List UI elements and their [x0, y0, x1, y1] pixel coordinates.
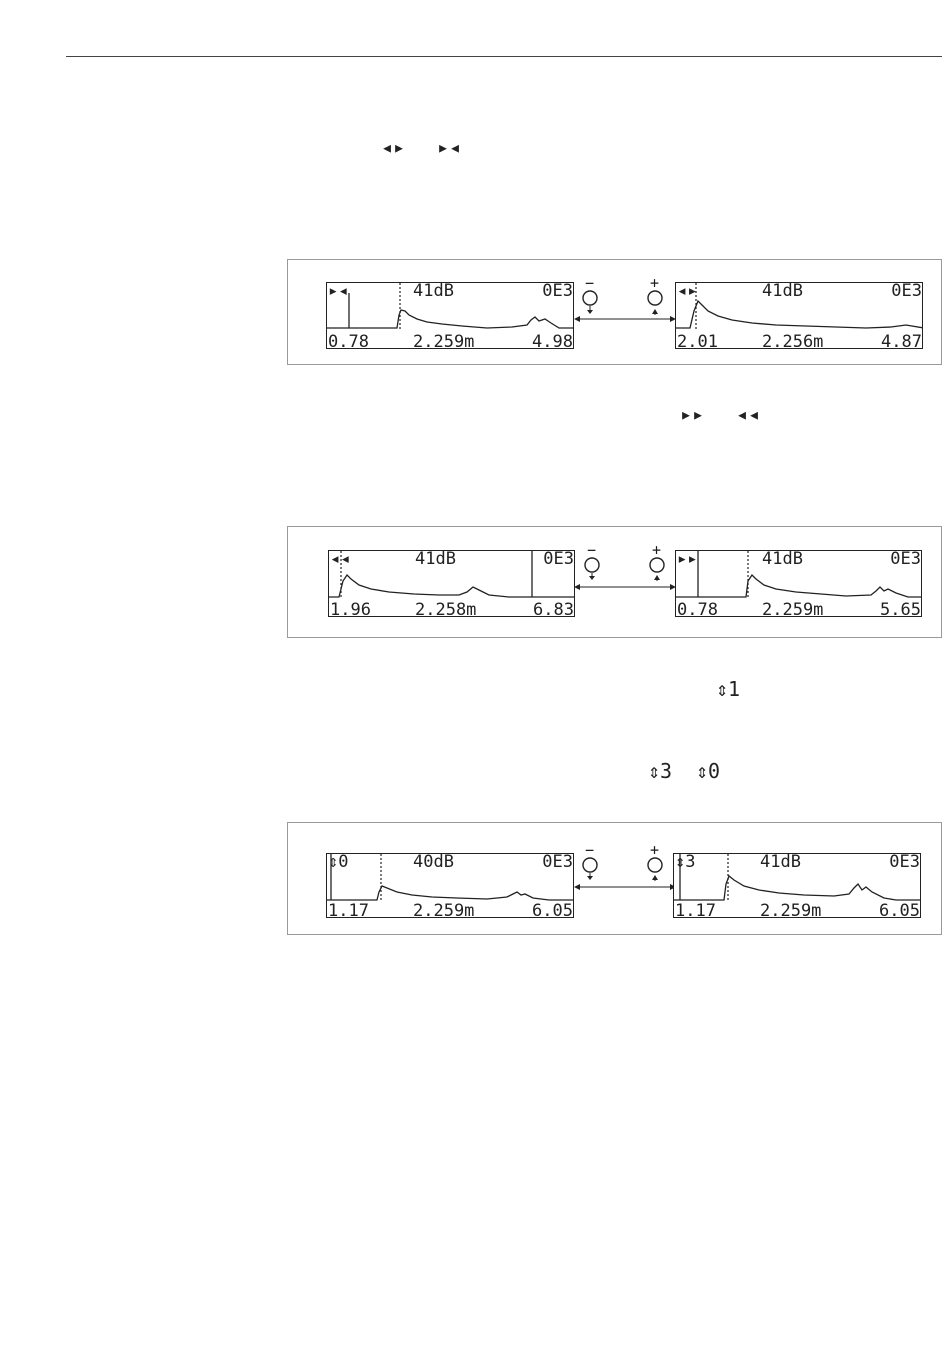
minus-key-icon [585, 558, 599, 572]
minus-key-label[interactable]: − [587, 541, 596, 559]
range-start: 0.78 [328, 333, 369, 349]
plus-key-label[interactable]: + [650, 274, 659, 292]
plus-key-label[interactable]: + [650, 841, 659, 859]
offset-exponent: 0E3 [542, 853, 573, 871]
offset-exponent: 0E3 [889, 853, 920, 871]
range-start: 2.01 [677, 333, 718, 349]
signal-level: 40dB [413, 853, 454, 871]
signal-level: 41dB [760, 853, 801, 871]
range-start: 1.96 [330, 601, 371, 617]
range-end: 5.65 [880, 601, 921, 617]
display-before: ◂◂ 41dB 0E3 1.96 2.258m 6.83 [328, 550, 575, 617]
offset-exponent: 0E3 [891, 282, 922, 300]
range-start: 0.78 [677, 601, 718, 617]
minus-key-icon [583, 858, 597, 872]
move-right-glyph: ▸▸ [680, 403, 704, 425]
zoom-mode-indicator: ⇕0 [328, 853, 348, 871]
plus-key-icon [648, 291, 662, 305]
minus-key-icon [583, 291, 597, 305]
range-end: 4.98 [532, 333, 573, 349]
measured-distance: 2.258m [415, 601, 476, 617]
offset-exponent: 0E3 [542, 282, 573, 300]
envelope-vertical-zoom-panel: ⇕0 40dB 0E3 1.17 2.259m 6.05 − + ⇕3 41dB… [287, 822, 942, 935]
key-pair: − + [574, 849, 676, 919]
offset-exponent: 0E3 [543, 550, 574, 568]
display-after: ⇕3 41dB 0E3 1.17 2.259m 6.05 [673, 853, 921, 918]
zoom-mode-indicator: ◂◂ [330, 550, 350, 568]
zoom-mode-indicator: ▸▸ [677, 550, 697, 568]
signal-level: 41dB [762, 550, 803, 568]
display-before: ▸◂ 41dB 0E3 0.78 2.259m 4.98 [326, 282, 574, 349]
range-start: 1.17 [675, 902, 716, 918]
display-before: ⇕0 40dB 0E3 1.17 2.259m 6.05 [326, 853, 574, 918]
zoom-in-glyph: ◂▸ [381, 136, 405, 158]
range-end: 6.05 [879, 902, 920, 918]
zoom-out-glyph: ▸◂ [437, 136, 461, 158]
key-pair: − + [574, 278, 676, 348]
display-after: ◂▸ 41dB 0E3 2.01 2.256m 4.87 [675, 282, 923, 349]
header-rule [66, 56, 942, 57]
key-pair: − + [574, 547, 676, 617]
offset-exponent: 0E3 [890, 550, 921, 568]
minus-key-label[interactable]: − [585, 274, 594, 292]
zoom-mode-indicator: ⇕3 [675, 853, 695, 871]
measured-distance: 2.259m [413, 333, 474, 349]
vertical-zoom-glyph: ⇕1 [716, 678, 740, 700]
range-start: 1.17 [328, 902, 369, 918]
range-end: 6.05 [532, 902, 573, 918]
measured-distance: 2.259m [762, 601, 823, 617]
signal-level: 41dB [413, 282, 454, 300]
range-end: 6.83 [533, 601, 574, 617]
signal-level: 41dB [415, 550, 456, 568]
zoom-mode-indicator: ▸◂ [328, 282, 348, 300]
plus-key-icon [648, 858, 662, 872]
signal-level: 41dB [762, 282, 803, 300]
move-left-glyph: ◂◂ [736, 403, 760, 425]
measured-distance: 2.256m [762, 333, 823, 349]
display-after: ▸▸ 41dB 0E3 0.78 2.259m 5.65 [675, 550, 922, 617]
envelope-zoom-panel: ▸◂ 41dB 0E3 0.78 2.259m 4.98 − + ◂▸ 41dB… [287, 259, 942, 365]
measured-distance: 2.259m [413, 902, 474, 918]
plus-key-label[interactable]: + [652, 541, 661, 559]
range-end: 4.87 [881, 333, 922, 349]
envelope-move-panel: ◂◂ 41dB 0E3 1.96 2.258m 6.83 − + ▸▸ 41dB… [287, 526, 942, 638]
minus-key-label[interactable]: − [585, 841, 594, 859]
vertical-zoom-0-glyph: ⇕0 [696, 760, 720, 782]
measured-distance: 2.259m [760, 902, 821, 918]
vertical-zoom-3-glyph: ⇕3 [648, 760, 672, 782]
plus-key-icon [650, 558, 664, 572]
zoom-mode-indicator: ◂▸ [677, 282, 697, 300]
